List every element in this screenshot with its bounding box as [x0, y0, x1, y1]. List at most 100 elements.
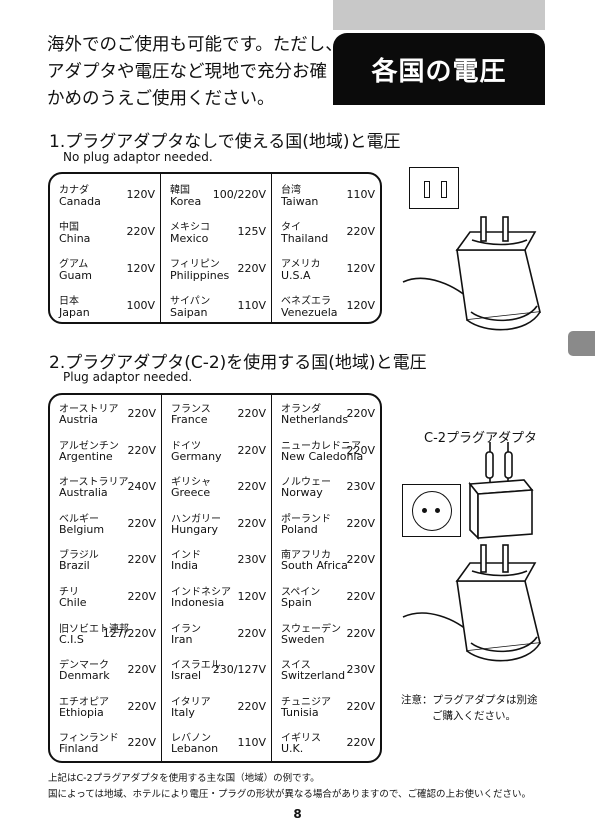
voltage-value: 127/220V: [102, 626, 156, 640]
country-name-en: Lebanon: [171, 742, 219, 756]
country-name-en: Venezuela: [281, 306, 338, 319]
country-name-jp: エチオピア: [59, 696, 109, 708]
header-grey-bar: [333, 0, 545, 30]
country-name-en: Korea: [170, 195, 202, 208]
outlet-c-type-icon: [402, 484, 461, 537]
country-name-jp: 台湾: [281, 185, 301, 196]
country-name-en: Italy: [171, 705, 195, 719]
country-name-en: India: [171, 559, 198, 573]
country-name-en: Finland: [59, 742, 99, 756]
country-name-jp: スウェーデン: [281, 623, 341, 635]
country-name-jp: チリ: [59, 586, 79, 598]
country-name-jp: オーストリア: [59, 404, 119, 415]
country-name-en: China: [59, 232, 91, 245]
voltage-value: 220V: [346, 516, 375, 530]
voltage-value: 110V: [237, 299, 266, 312]
voltage-value: 220V: [127, 699, 156, 713]
country-name-en: Greece: [171, 486, 211, 500]
voltage-value: 110V: [346, 188, 375, 201]
section1-subtitle: No plug adaptor needed.: [63, 150, 213, 164]
intro-line: アダプタや電圧など現地で充分お確: [47, 62, 327, 82]
country-name-en: Philippines: [170, 269, 230, 282]
country-name-jp: フィンランド: [59, 733, 119, 745]
voltage-value: 100/220V: [212, 188, 266, 201]
country-name-en: Canada: [59, 195, 101, 208]
country-name-jp: スペイン: [281, 586, 321, 598]
country-name-jp: タイ: [281, 222, 301, 233]
adaptor-note: 注意：プラグアダプタは別途 ご購入ください。: [401, 692, 538, 724]
country-name-jp: イスラエル: [171, 660, 221, 672]
page-number: 8: [293, 807, 302, 821]
country-name-jp: メキシコ: [170, 222, 210, 233]
voltage-value: 230V: [346, 480, 375, 494]
voltage-value: 100V: [126, 299, 155, 312]
footnote-2: 国によっては地域、ホテルにより電圧・プラグの形状が異なる場合がありますので、ご確…: [48, 789, 531, 800]
country-name-jp: カナダ: [59, 185, 89, 196]
voltage-value: 120V: [126, 262, 155, 275]
voltage-value: 110V: [237, 736, 266, 750]
voltage-value: 220V: [237, 407, 266, 420]
country-name-jp: ニューカレドニア: [281, 440, 361, 452]
country-name-en: Sweden: [281, 632, 325, 646]
country-name-jp: オーストラリア: [59, 477, 129, 489]
country-name-en: C.I.S: [59, 632, 84, 646]
country-name-jp: レバノン: [171, 733, 211, 745]
country-name-jp: チュニジア: [281, 696, 331, 708]
voltage-value: 220V: [126, 225, 155, 238]
voltage-value: 220V: [346, 736, 375, 750]
country-name-jp: デンマーク: [59, 660, 109, 672]
voltage-value: 230/127V: [212, 663, 266, 677]
country-name-jp: ベネズエラ: [281, 296, 331, 307]
voltage-value: 220V: [127, 589, 156, 603]
country-name-jp: インド: [171, 550, 201, 562]
voltage-value: 220V: [127, 443, 156, 457]
country-name-jp: フィリピン: [170, 259, 220, 270]
country-name-jp: イラン: [171, 623, 201, 635]
country-name-en: Brazil: [59, 559, 90, 573]
country-name-jp: イタリア: [171, 696, 211, 708]
country-name-en: Austria: [59, 413, 98, 426]
voltage-value: 220V: [127, 663, 156, 677]
footnote-1: 上記はC-2プラグアダプタを使用する主な国（地域）の例です。: [48, 773, 320, 784]
outlet-a-type-icon: [409, 167, 459, 209]
voltage-value: 220V: [346, 589, 375, 603]
country-name-jp: ドイツ: [171, 440, 201, 452]
country-name-jp: 旧ソビエト連邦: [59, 623, 129, 635]
country-name-en: Mexico: [170, 232, 209, 245]
c2-plug-adaptor-illustration: [468, 442, 534, 540]
country-name-en: Netherlands: [281, 413, 349, 426]
country-name-jp: ハンガリー: [171, 513, 221, 525]
country-name-en: Guam: [59, 269, 92, 282]
country-name-en: Japan: [59, 306, 90, 319]
voltage-value: 125V: [237, 225, 266, 238]
voltage-value: 220V: [127, 736, 156, 750]
voltage-value: 240V: [127, 480, 156, 494]
country-name-en: Belgium: [59, 522, 105, 536]
